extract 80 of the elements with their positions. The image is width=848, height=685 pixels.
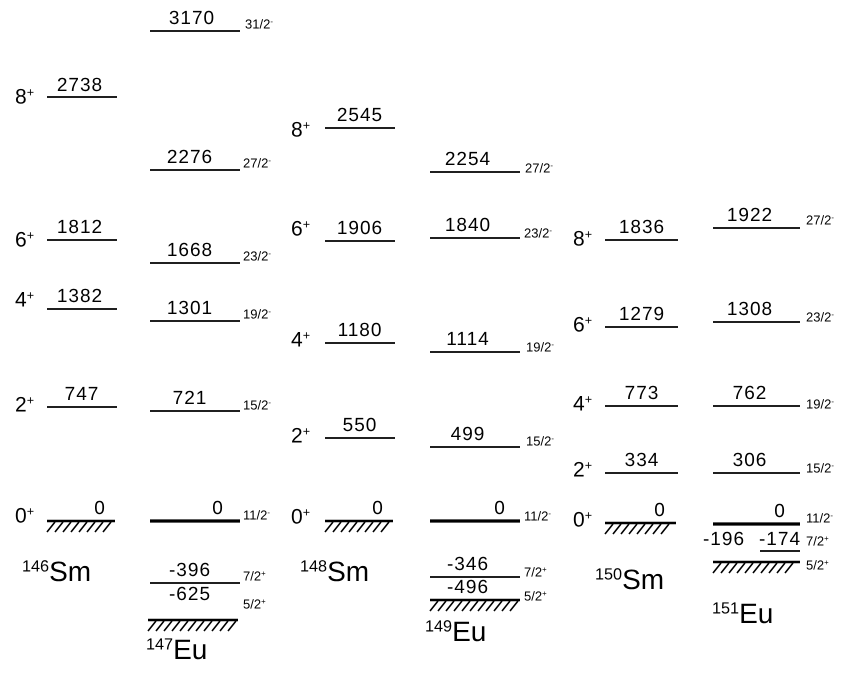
energy-value: 1836 bbox=[618, 218, 666, 237]
energy-value: 2254 bbox=[444, 150, 492, 169]
energy-value: -396 bbox=[168, 561, 212, 580]
energy-value: 1308 bbox=[726, 300, 774, 319]
spin-parity: 7/2$^{+}$ bbox=[806, 534, 829, 548]
isotope-label: $^{147}$Eu bbox=[146, 636, 208, 664]
energy-value: 0 bbox=[94, 499, 106, 518]
energy-value: 499 bbox=[450, 425, 486, 444]
energy-value: 550 bbox=[342, 416, 378, 435]
spin-parity: 6$^{+}$ bbox=[573, 314, 592, 336]
energy-value: 0 bbox=[494, 499, 506, 518]
spin-parity: 27/2$^{-}$ bbox=[806, 214, 834, 226]
energy-value: 1922 bbox=[726, 206, 774, 225]
spin-parity: 15/2$^{-}$ bbox=[243, 398, 271, 412]
energy-value: -174 bbox=[758, 530, 802, 549]
energy-value: -496 bbox=[446, 578, 490, 597]
spin-parity: 0$^{+}$ bbox=[573, 510, 592, 530]
spin-parity: 11/2$^{-}$ bbox=[243, 508, 270, 522]
energy-value: 762 bbox=[732, 384, 768, 403]
energy-value: 1301 bbox=[166, 299, 214, 318]
spin-parity: 31/2$^{-}$ bbox=[245, 18, 273, 30]
spin-parity: 2$^{+}$ bbox=[291, 426, 310, 446]
spin-parity: 5/2$^{+}$ bbox=[524, 590, 547, 602]
energy-value: 334 bbox=[624, 451, 660, 470]
isotope-label: $^{150}$Sm bbox=[595, 566, 664, 594]
energy-value: 1906 bbox=[336, 219, 384, 238]
spin-parity: 0$^{+}$ bbox=[291, 506, 310, 528]
energy-value: 0 bbox=[212, 499, 224, 518]
energy-value: 1279 bbox=[618, 305, 666, 324]
energy-value: 1668 bbox=[166, 241, 214, 260]
spin-parity: 19/2$^{-}$ bbox=[806, 398, 834, 410]
spin-parity: 27/2$^{-}$ bbox=[243, 156, 271, 170]
spin-parity: 4$^{+}$ bbox=[291, 330, 310, 350]
energy-value: 3170 bbox=[168, 9, 216, 28]
spin-parity: 23/2$^{-}$ bbox=[806, 310, 834, 324]
spin-parity: 7/2$^{+}$ bbox=[524, 566, 547, 578]
energy-value: 2545 bbox=[336, 106, 384, 125]
spin-parity: 4$^{+}$ bbox=[15, 290, 34, 310]
energy-value: 0 bbox=[774, 502, 786, 521]
energy-value: 0 bbox=[654, 501, 666, 520]
energy-value: 721 bbox=[172, 389, 208, 408]
spin-parity: 6$^{+}$ bbox=[15, 230, 34, 250]
spin-parity: 19/2$^{-}$ bbox=[243, 308, 271, 320]
energy-value: 2276 bbox=[166, 148, 214, 167]
isotope-label: $^{149}$Eu bbox=[425, 618, 486, 646]
spin-parity: 8$^{+}$ bbox=[15, 86, 34, 108]
spin-parity: 2$^{+}$ bbox=[15, 394, 34, 416]
spin-parity: 19/2$^{-}$ bbox=[526, 340, 554, 354]
energy-value: 1382 bbox=[56, 287, 104, 306]
spin-parity: 15/2$^{-}$ bbox=[806, 462, 834, 474]
spin-parity: 2$^{+}$ bbox=[573, 460, 592, 480]
spin-parity: 11/2$^{-}$ bbox=[524, 510, 551, 522]
isotope-label: $^{151}$Eu bbox=[712, 600, 774, 628]
energy-value: 747 bbox=[64, 385, 100, 404]
spin-parity: 0$^{+}$ bbox=[15, 506, 34, 526]
spin-parity: 27/2$^{-}$ bbox=[525, 162, 553, 174]
isotope-label: $^{146}$Sm bbox=[22, 558, 92, 586]
spin-parity: 23/2$^{-}$ bbox=[524, 226, 552, 240]
spin-parity: 7/2$^{+}$ bbox=[243, 570, 266, 582]
energy-value: 0 bbox=[372, 499, 384, 518]
isotope-label: $^{148}$Sm bbox=[300, 558, 370, 586]
energy-value: -346 bbox=[446, 555, 490, 574]
energy-value: 1114 bbox=[446, 330, 490, 349]
energy-value: 2738 bbox=[56, 76, 104, 95]
spin-parity: 15/2$^{-}$ bbox=[526, 434, 554, 448]
spin-parity: 6$^{+}$ bbox=[291, 218, 310, 240]
energy-value: 1812 bbox=[56, 218, 104, 237]
spin-parity: 23/2$^{-}$ bbox=[243, 250, 271, 262]
energy-value: 1840 bbox=[444, 216, 492, 235]
spin-parity: 5/2$^{+}$ bbox=[243, 598, 266, 610]
energy-value: 306 bbox=[732, 451, 768, 470]
spin-parity: 8$^{+}$ bbox=[291, 120, 310, 140]
spin-parity: 8$^{+}$ bbox=[573, 228, 592, 250]
energy-value: -196 bbox=[702, 530, 746, 549]
energy-value: 773 bbox=[624, 384, 660, 403]
spin-parity: 4$^{+}$ bbox=[573, 394, 592, 414]
energy-value: 1180 bbox=[338, 321, 382, 340]
spin-parity: 11/2$^{-}$ bbox=[806, 512, 833, 524]
energy-value: -625 bbox=[168, 585, 212, 604]
spin-parity: 5/2$^{+}$ bbox=[806, 558, 829, 572]
